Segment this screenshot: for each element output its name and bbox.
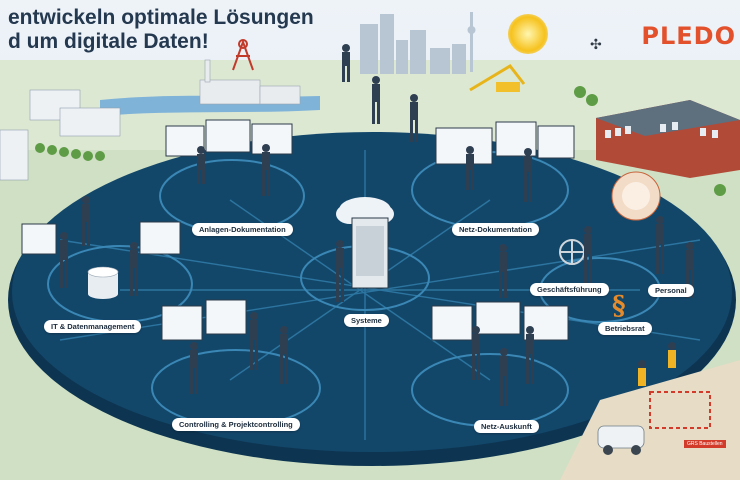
label-netz-auskunft[interactable]: Netz-Auskunft xyxy=(474,420,539,433)
headline-line-1: entwickeln optimale Lösungen xyxy=(8,6,314,29)
cloud-server-icon xyxy=(336,197,394,289)
headline-line-2-prefix: d um xyxy=(8,30,64,53)
screens-netz-auskunft xyxy=(431,301,569,341)
construction-site xyxy=(560,342,740,480)
screens-controlling xyxy=(161,299,247,341)
headline: entwickeln optimale Lösungen d um digita… xyxy=(8,6,314,54)
office-building-left xyxy=(0,89,121,181)
brick-building-right xyxy=(596,100,740,178)
label-geschaeftsfuehrung[interactable]: Geschäftsführung xyxy=(530,283,609,296)
label-netz-dokumentation[interactable]: Netz-Dokumentation xyxy=(452,223,539,236)
headline-line-2: d um digitale Daten! xyxy=(8,30,314,54)
label-personal[interactable]: Personal xyxy=(648,284,694,297)
screens-netz-doku xyxy=(435,121,575,165)
paragraph-icon: § xyxy=(612,291,626,321)
people xyxy=(60,44,694,406)
label-it-datenmanagement[interactable]: IT & Datenmanagement xyxy=(44,320,142,333)
drone-icon: ✣ xyxy=(590,36,602,52)
trees xyxy=(35,86,726,196)
headline-line-2-highlight: digitale Daten! xyxy=(64,30,209,53)
construction-badge: GRS Baustellen xyxy=(684,440,726,448)
sun-icon xyxy=(508,14,548,54)
work-life-balance-seal xyxy=(611,171,661,221)
database-icon xyxy=(87,266,119,299)
label-betriebsrat[interactable]: Betriebsrat xyxy=(598,322,652,335)
steering-wheel-icon xyxy=(559,239,585,265)
excavator xyxy=(469,64,526,92)
mine-tower xyxy=(232,39,254,71)
label-systeme[interactable]: Systeme xyxy=(344,314,389,327)
label-controlling-projektcontrolling[interactable]: Controlling & Projektcontrolling xyxy=(172,418,300,431)
pledoc-logo: PLEDO xyxy=(641,22,736,50)
label-anlagen-dokumentation[interactable]: Anlagen-Dokumentation xyxy=(192,223,293,236)
factory-left xyxy=(199,59,301,105)
city-skyline xyxy=(360,12,476,74)
screens-it xyxy=(21,221,181,255)
screens-anlagen xyxy=(165,119,293,157)
